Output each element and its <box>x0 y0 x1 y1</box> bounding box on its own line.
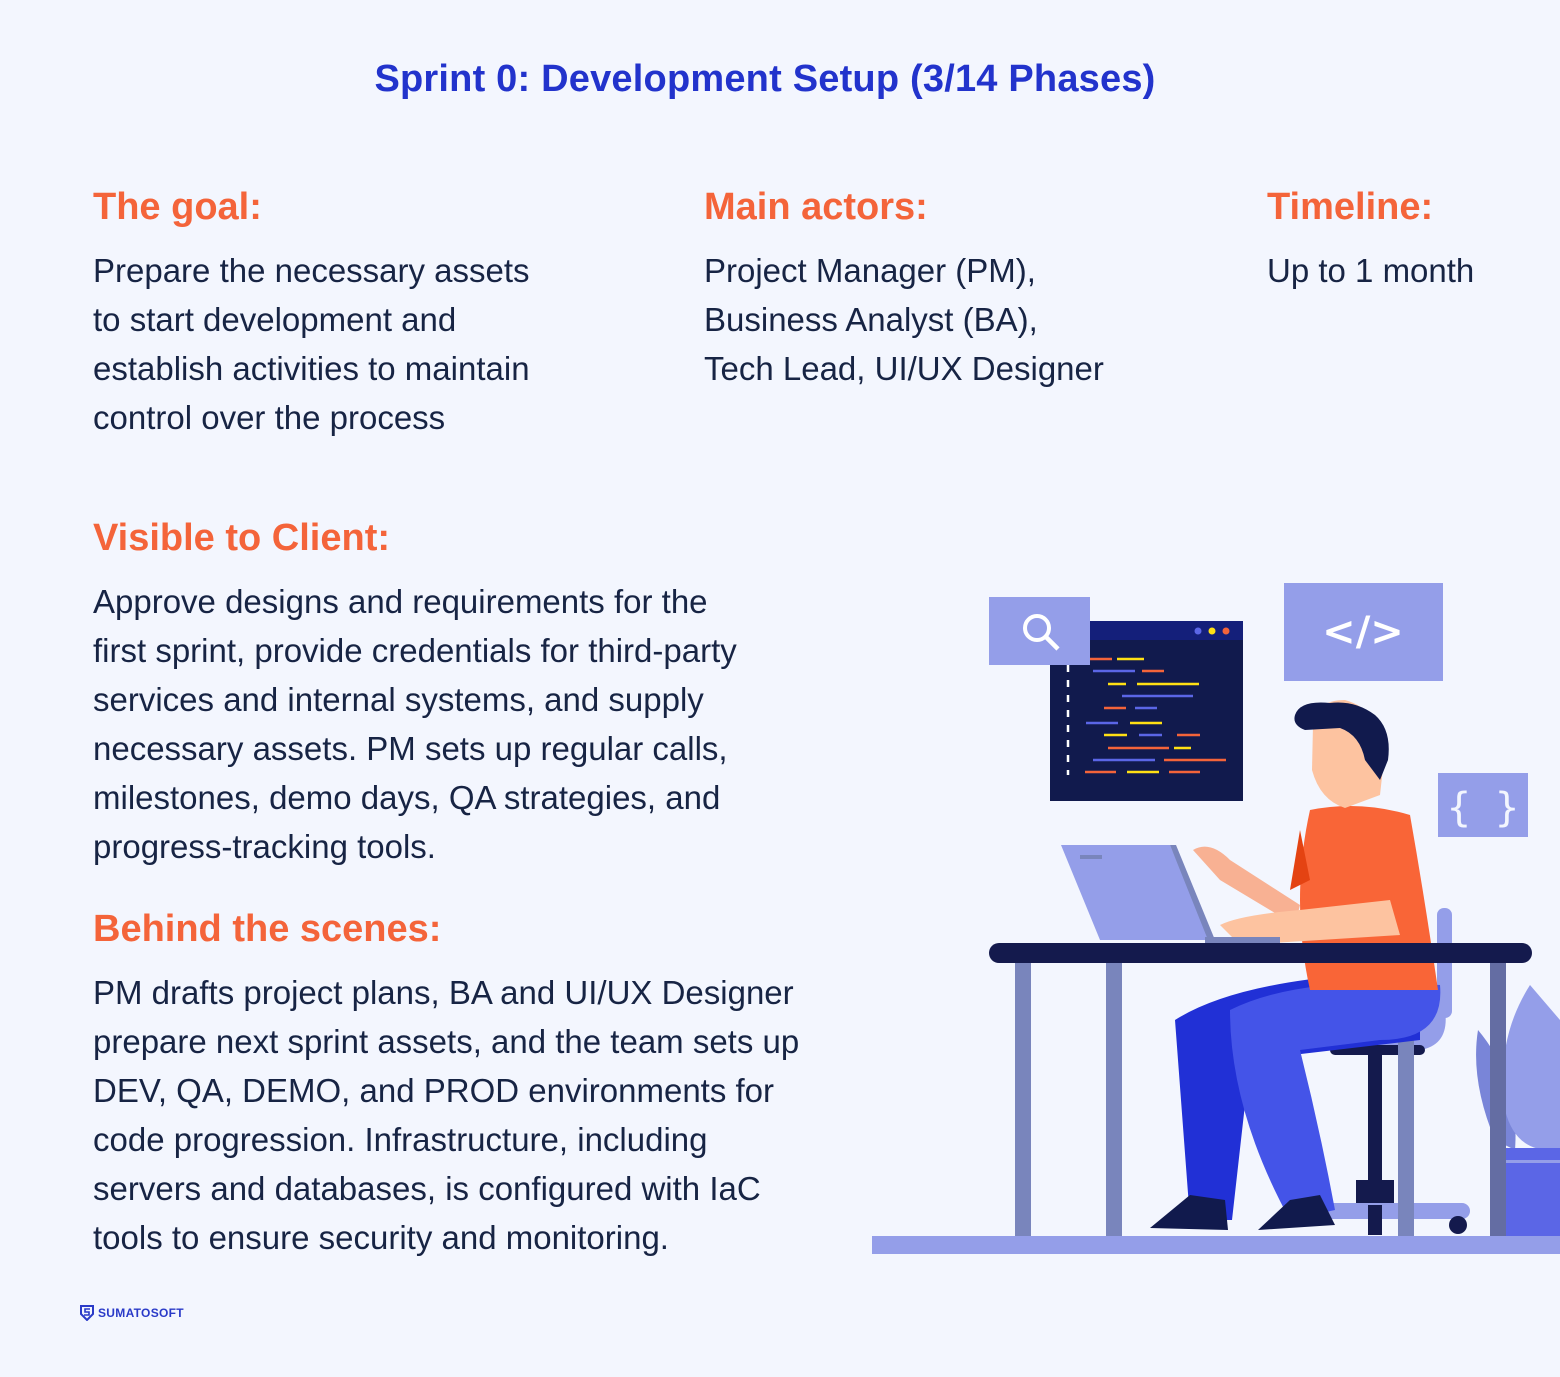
svg-text:</>: </> <box>1322 609 1404 655</box>
actors-heading: Main actors: <box>704 186 928 228</box>
behind-line: DEV, QA, DEMO, and PROD environments for <box>93 1072 775 1109</box>
visible-heading: Visible to Client: <box>93 517 391 559</box>
svg-text:{ }: { } <box>1447 785 1519 831</box>
behind-line: servers and databases, is configured wit… <box>93 1170 761 1207</box>
behind-line: tools to ensure security and monitoring. <box>93 1219 669 1256</box>
search-icon <box>989 597 1090 665</box>
actors-line: Tech Lead, UI/UX Designer <box>704 350 1104 387</box>
timeline-text: Up to 1 month <box>1267 246 1474 295</box>
floor <box>872 1236 1560 1254</box>
goal-text: Prepare the necessary assets to start de… <box>93 246 530 442</box>
timeline-line: Up to 1 month <box>1267 252 1475 289</box>
visible-line: first sprint, provide credentials for th… <box>93 632 737 669</box>
visible-text: Approve designs and requirements for the… <box>93 577 737 871</box>
visible-line: progress-tracking tools. <box>93 828 436 865</box>
actors-line: Project Manager (PM), <box>704 252 1036 289</box>
visible-line: Approve designs and requirements for the <box>93 583 708 620</box>
behind-line: code progression. Infrastructure, includ… <box>93 1121 708 1158</box>
goal-line: control over the process <box>93 399 446 436</box>
goal-line: establish activities to maintain <box>93 350 530 387</box>
brand-logo: SUMATOSOFT <box>80 1305 184 1321</box>
goal-heading: The goal: <box>93 186 262 228</box>
actors-line: Business Analyst (BA), <box>704 301 1038 338</box>
developer-illustration: </> { } <box>872 583 1560 1254</box>
goal-line: Prepare the necessary assets <box>93 252 530 289</box>
page-title: Sprint 0: Development Setup (3/14 Phases… <box>374 58 1156 100</box>
visible-line: milestones, demo days, QA strategies, an… <box>93 779 721 816</box>
shield-logo-icon <box>80 1305 94 1321</box>
desk <box>989 943 1532 963</box>
timeline-heading: Timeline: <box>1267 186 1434 228</box>
visible-line: necessary assets. PM sets up regular cal… <box>93 730 728 767</box>
code-window-icon <box>1050 621 1243 801</box>
plant-icon <box>1476 985 1560 1236</box>
visible-line: services and internal systems, and suppl… <box>93 681 704 718</box>
behind-text: PM drafts project plans, BA and UI/UX De… <box>93 968 799 1262</box>
behind-heading: Behind the scenes: <box>93 908 442 950</box>
code-tag-icon: </> <box>1284 583 1443 681</box>
actors-text: Project Manager (PM), Business Analyst (… <box>704 246 1104 393</box>
brand-name: SUMATOSOFT <box>98 1306 184 1320</box>
laptop-icon <box>1061 845 1280 945</box>
goal-line: to start development and <box>93 301 457 338</box>
braces-icon: { } <box>1438 773 1528 837</box>
behind-line: PM drafts project plans, BA and UI/UX De… <box>93 974 794 1011</box>
behind-line: prepare next sprint assets, and the team… <box>93 1023 800 1060</box>
